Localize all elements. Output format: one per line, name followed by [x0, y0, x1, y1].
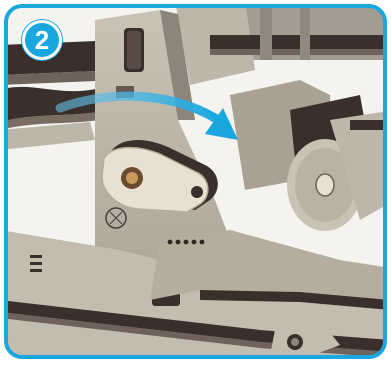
step-number-badge: 2 — [22, 20, 62, 60]
